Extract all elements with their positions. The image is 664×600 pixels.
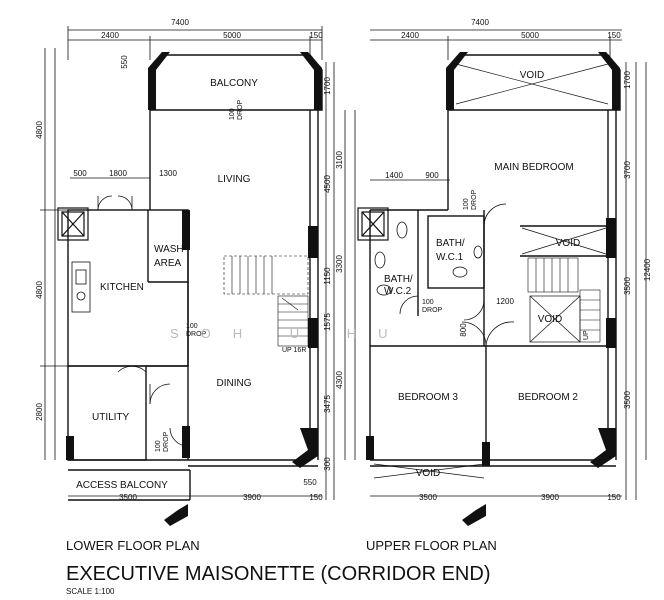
dimension-lines xyxy=(40,26,647,500)
dim-550b-lower: 550 xyxy=(303,478,317,487)
drop-kitchen-1: 100 xyxy=(186,323,198,330)
room-utility: UTILITY xyxy=(92,412,130,423)
drop-balcony-2: DROP xyxy=(237,99,244,120)
room-bath-wc2-1: BATH/ xyxy=(384,274,413,285)
dim-2800-lower: 2800 xyxy=(35,403,44,421)
drop-kitchen-2: DROP xyxy=(186,331,207,338)
room-void-top: VOID xyxy=(520,70,544,81)
room-wash-area-2: AREA xyxy=(154,258,182,269)
dim-1300-lower: 1300 xyxy=(159,169,177,178)
dimension-labels: 7400 2400 5000 150 550 4800 4800 2800 50… xyxy=(35,18,652,502)
room-void-mid: VOID xyxy=(556,238,580,249)
upper-doors xyxy=(374,203,515,347)
dim-1575-lower: 1575 xyxy=(323,313,332,331)
drop-bath2-2: DROP xyxy=(422,307,443,314)
dim-top-left-lower: 2400 xyxy=(101,31,119,40)
room-bedroom3: BEDROOM 3 xyxy=(398,392,458,403)
drop-upper-1: 100 xyxy=(463,198,470,210)
dim-3475-lower: 3475 xyxy=(323,395,332,413)
dim-top-right-lower: 150 xyxy=(309,31,323,40)
room-main-bedroom: MAIN BEDROOM xyxy=(494,162,573,173)
dim-top-mid-upper: 5000 xyxy=(521,31,539,40)
stair-up-16r: UP 16R xyxy=(282,347,306,354)
dim-550-lower: 550 xyxy=(120,55,129,69)
dim-top-total-upper: 7400 xyxy=(471,18,489,27)
dim-3900-lower: 3900 xyxy=(243,493,261,502)
upper-floor-walls xyxy=(369,54,621,467)
dim-3500b-upper: 3500 xyxy=(623,391,632,409)
room-wash-area-1: WASH xyxy=(154,244,184,255)
room-access-balcony: ACCESS BALCONY xyxy=(76,480,168,491)
dim-4300-upper: 4300 xyxy=(335,371,344,389)
scale-label: SCALE 1:100 xyxy=(66,587,115,596)
room-labels: BALCONY LIVING WASH AREA KITCHEN DINING … xyxy=(76,70,590,491)
kitchen-counter xyxy=(71,261,91,313)
dim-3100-upper: 3100 xyxy=(335,151,344,169)
dim-1400-upper: 1400 xyxy=(385,171,403,180)
void-crosses xyxy=(373,63,609,479)
dim-3500-lower: 3500 xyxy=(119,493,137,502)
stair-up-upper: UP xyxy=(583,330,590,340)
dim-3500a-upper: 3500 xyxy=(623,277,632,295)
room-bedroom2: BEDROOM 2 xyxy=(518,392,578,403)
dim-top-left-upper: 2400 xyxy=(401,31,419,40)
room-bath-wc2-2: W.C.2 xyxy=(384,286,412,297)
dim-800-upper: 800 xyxy=(459,323,468,337)
stairs-lower xyxy=(223,255,309,347)
dim-12400-upper: 12400 xyxy=(643,258,652,281)
room-dining: DINING xyxy=(217,378,252,389)
drop-bath2-1: 100 xyxy=(422,299,434,306)
dim-900-upper: 900 xyxy=(425,171,439,180)
dim-3700-upper: 3700 xyxy=(623,161,632,179)
dim-4800a-lower: 4800 xyxy=(35,121,44,139)
upper-floor-thick-walls xyxy=(366,52,620,526)
room-void-stair: VOID xyxy=(538,314,562,325)
dim-1200-upper: 1200 xyxy=(496,297,514,306)
lift-shaft-upper xyxy=(357,207,389,241)
room-bath-wc1-2: W.C.1 xyxy=(436,252,464,263)
lower-floor-plan-title: LOWER FLOOR PLAN xyxy=(66,538,200,553)
dim-top-right-upper: 150 xyxy=(607,31,621,40)
dim-1700-lower: 1700 xyxy=(323,77,332,95)
dim-1800-lower: 1800 xyxy=(109,169,127,178)
room-kitchen: KITCHEN xyxy=(100,282,144,293)
room-balcony: BALCONY xyxy=(210,78,258,89)
drop-labels: 100 DROP 100 DROP 100 DROP 100 DROP 100 … xyxy=(155,99,478,452)
dim-150-upper: 150 xyxy=(607,493,621,502)
lift-shaft-lower xyxy=(57,207,89,241)
dim-300-lower: 300 xyxy=(323,457,332,471)
room-living: LIVING xyxy=(218,174,251,185)
dim-3900-upper: 3900 xyxy=(541,493,559,502)
room-bath-wc1-1: BATH/ xyxy=(436,238,465,249)
drop-utility-2: DROP xyxy=(163,431,170,452)
drop-balcony-1: 100 xyxy=(229,108,236,120)
stairs-upper xyxy=(527,257,601,343)
drop-upper-2: DROP xyxy=(471,189,478,210)
watermark: SOH U HU xyxy=(170,326,410,341)
dim-3500-upper: 3500 xyxy=(419,493,437,502)
dim-4500-lower: 4500 xyxy=(323,175,332,193)
dim-150-lower: 150 xyxy=(309,493,323,502)
lower-doors xyxy=(97,195,189,447)
dim-top-total-lower: 7400 xyxy=(171,18,189,27)
upper-floor-plan-title: UPPER FLOOR PLAN xyxy=(366,538,497,553)
lower-floor-thick-walls xyxy=(66,52,322,526)
dim-top-mid-lower: 5000 xyxy=(223,31,241,40)
room-void-bottom: VOID xyxy=(416,468,440,479)
dim-3300-upper: 3300 xyxy=(335,255,344,273)
dim-1700-upper: 1700 xyxy=(623,71,632,89)
dim-4800b-lower: 4800 xyxy=(35,281,44,299)
main-title: EXECUTIVE MAISONETTE (CORRIDOR END) xyxy=(66,563,490,585)
dim-500-lower: 500 xyxy=(73,169,87,178)
lower-floor-walls xyxy=(67,54,323,501)
drop-utility-1: 100 xyxy=(155,440,162,452)
dim-1150-lower: 1150 xyxy=(323,267,332,285)
